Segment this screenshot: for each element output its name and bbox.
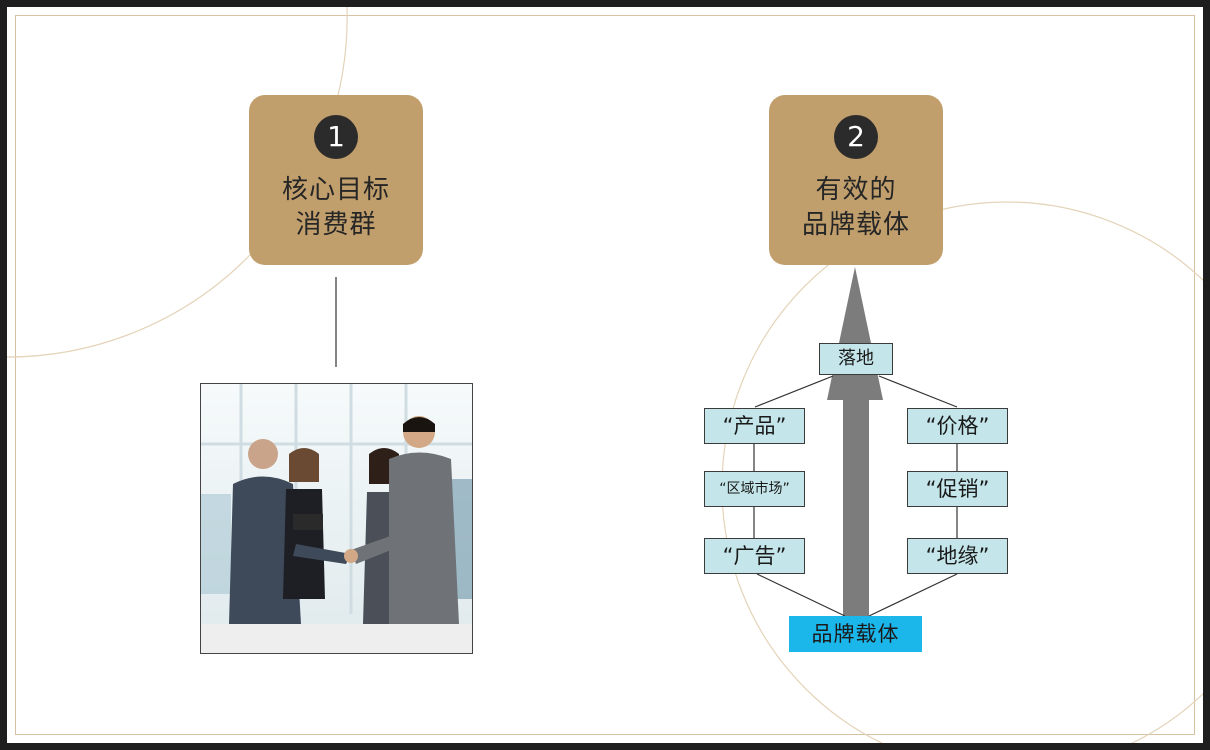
box-price: “价格” — [907, 408, 1008, 444]
card1-line1: 核心目标 — [281, 175, 390, 205]
business-handshake-photo — [200, 383, 473, 654]
box-brand-carrier-base: 品牌载体 — [789, 616, 922, 652]
box-geography: “地缘” — [907, 538, 1008, 574]
inner-frame — [15, 15, 1195, 735]
box-promotion: “促销” — [907, 471, 1008, 507]
card-core-target: 1 核心目标 消费群 — [249, 95, 423, 265]
up-arrow-icon — [827, 267, 883, 616]
card1-line2: 消费群 — [295, 210, 377, 240]
box-advertising: “广告” — [704, 538, 805, 574]
box-regional-market: “区域市场” — [704, 471, 805, 507]
box-landing: 落地 — [819, 343, 893, 375]
box-product: “产品” — [704, 408, 805, 444]
card-brand-carrier: 2 有效的 品牌载体 — [769, 95, 943, 265]
diagram-connectors — [335, 267, 958, 617]
card2-line2: 品牌载体 — [801, 210, 910, 240]
card2-line1: 有效的 — [815, 175, 897, 205]
number-badge-1: 1 — [314, 115, 358, 159]
slide: 1 核心目标 消费群 2 有效的 品牌载体 — [7, 7, 1203, 743]
number-badge-2: 2 — [834, 115, 878, 159]
